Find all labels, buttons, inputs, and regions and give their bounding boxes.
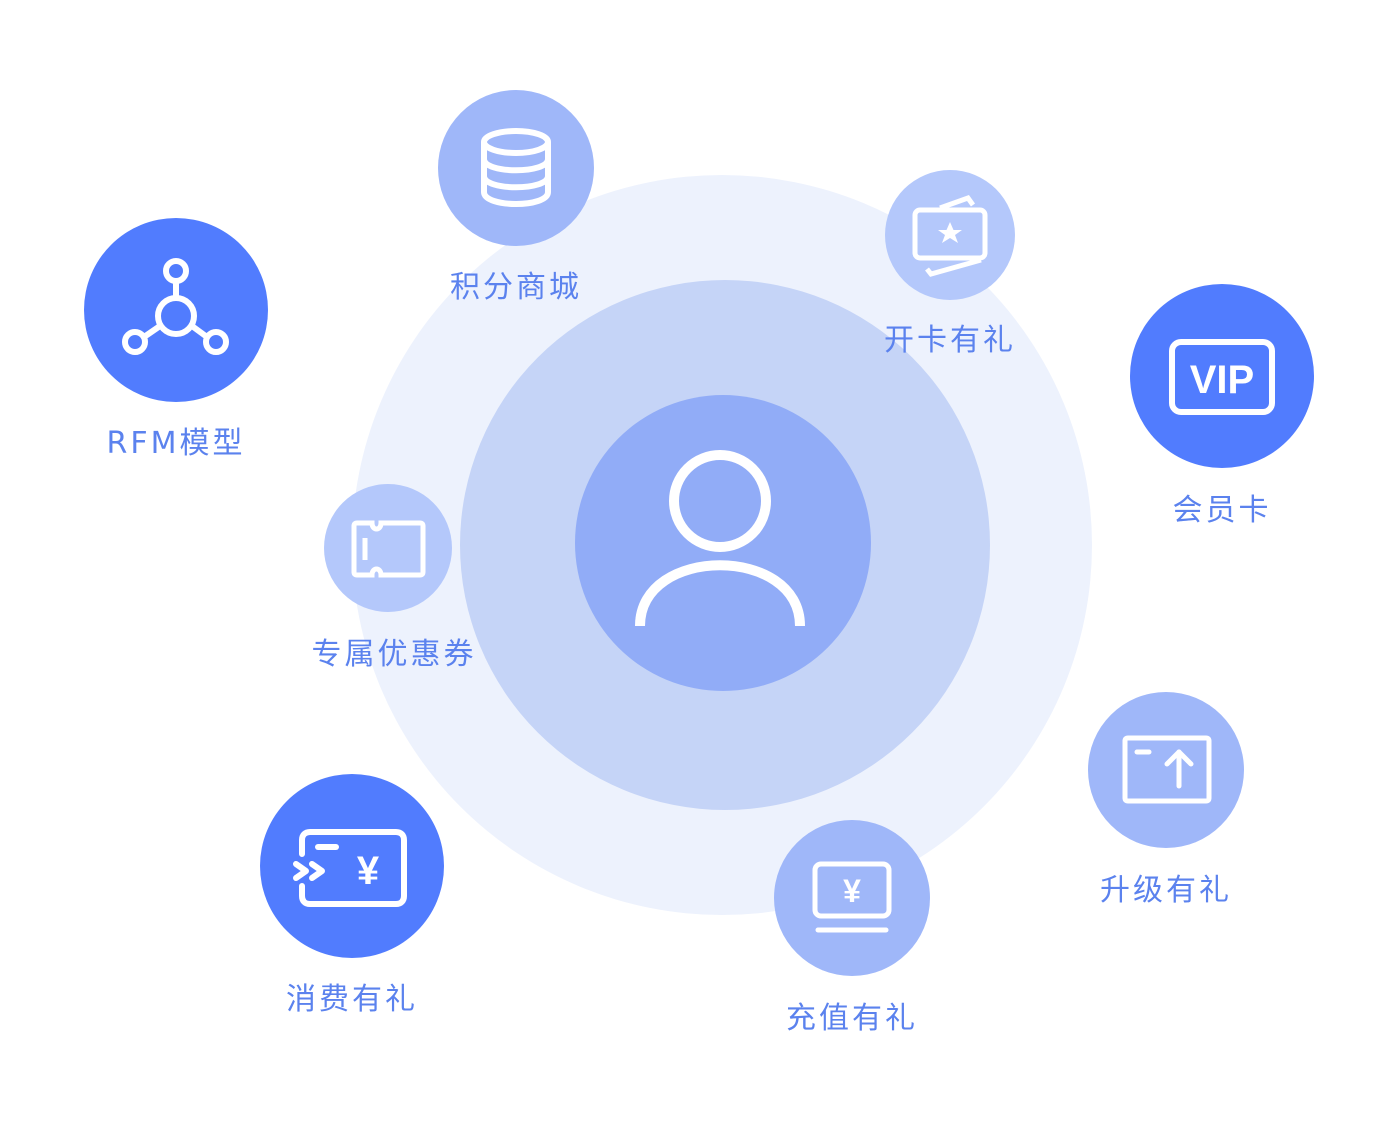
vip-icon-text: VIP bbox=[1190, 358, 1254, 402]
vip-icon: VIP bbox=[1169, 339, 1275, 415]
consumption-gift-node[interactable]: ¥ bbox=[260, 774, 444, 958]
upgrade-card-icon bbox=[1122, 735, 1212, 804]
database-icon bbox=[481, 128, 551, 207]
points-mall-label: 积分商城 bbox=[450, 270, 582, 305]
upgrade-gift-label: 升级有礼 bbox=[1100, 873, 1232, 908]
points-mall-node[interactable] bbox=[438, 90, 594, 246]
consumption-gift-label: 消费有礼 bbox=[286, 982, 418, 1017]
user-icon bbox=[635, 450, 805, 627]
member-card-label: 会员卡 bbox=[1172, 493, 1272, 528]
open-card-gift-label: 开卡有礼 bbox=[884, 323, 1016, 358]
network-icon bbox=[122, 258, 229, 355]
spend-yen-text: ¥ bbox=[357, 849, 380, 893]
exclusive-coupon-label: 专属优惠券 bbox=[311, 637, 477, 672]
star-card-icon bbox=[912, 195, 988, 277]
open-card-gift-node[interactable] bbox=[885, 170, 1015, 300]
ticket-icon bbox=[351, 520, 426, 578]
monitor-yen-icon: ¥ bbox=[812, 861, 892, 933]
recharge-gift-node[interactable]: ¥ bbox=[774, 820, 930, 976]
upgrade-gift-node[interactable] bbox=[1088, 692, 1244, 848]
rfm-node[interactable] bbox=[84, 218, 268, 402]
recharge-yen-text: ¥ bbox=[843, 873, 861, 909]
rfm-label: RFM模型 bbox=[106, 426, 246, 461]
exclusive-coupon-node[interactable] bbox=[324, 484, 452, 612]
member-card-node[interactable]: VIP bbox=[1130, 284, 1314, 468]
recharge-gift-label: 充值有礼 bbox=[786, 1001, 918, 1036]
payment-card-icon: ¥ bbox=[293, 829, 407, 907]
